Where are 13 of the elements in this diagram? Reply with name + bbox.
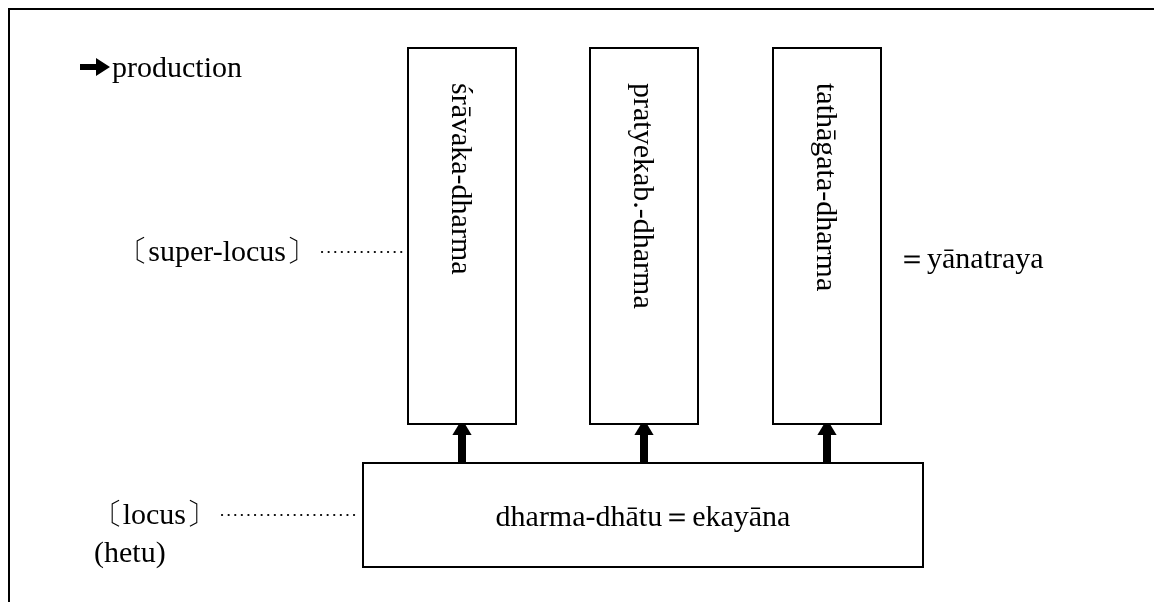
equation-label: ＝yānatraya: [897, 240, 1044, 276]
box-label: dharma-dhātu＝ekayāna: [495, 497, 791, 534]
text-box: [772, 47, 882, 425]
box-label: śrāvaka-dharma: [444, 83, 480, 275]
heading-label: production: [112, 49, 242, 85]
box-label: tathāgata-dharma: [809, 83, 845, 292]
side-label: 〔super-locus〕: [118, 233, 316, 269]
text-box: [407, 47, 517, 425]
text-box: [589, 47, 699, 425]
box-label: pratyekab.-dharma: [626, 83, 662, 309]
side-label: 〔locus〕: [92, 496, 216, 532]
side-label: (hetu): [94, 534, 166, 570]
text-box: [362, 462, 924, 568]
